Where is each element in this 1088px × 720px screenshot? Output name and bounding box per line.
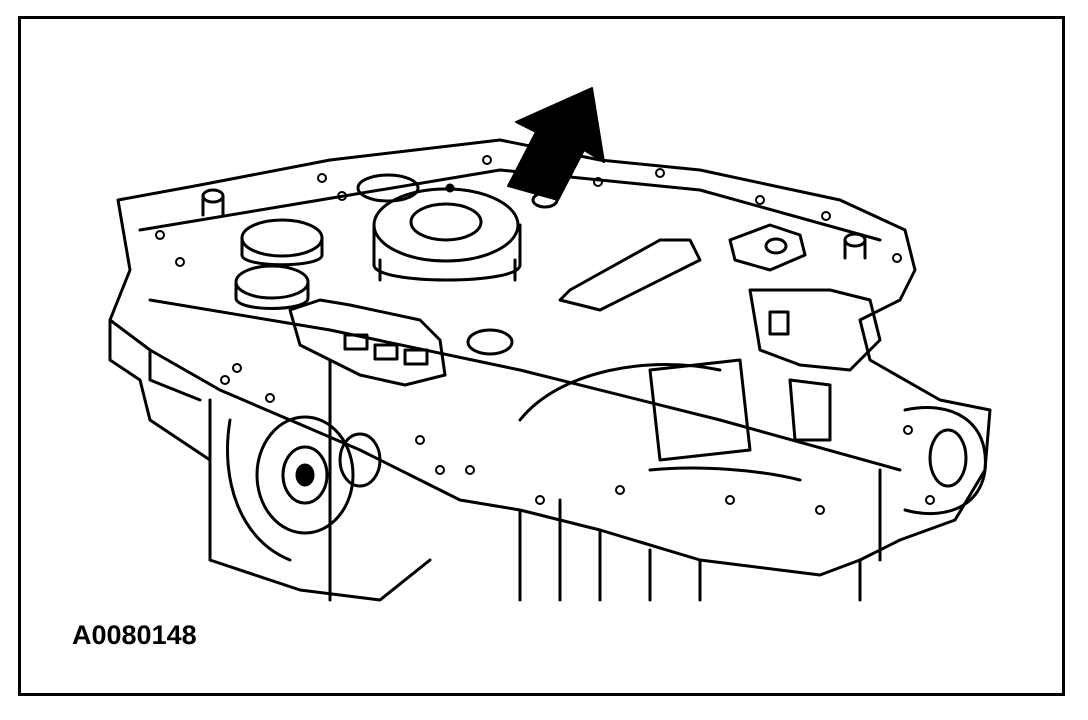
figure-id-label: A0080148 xyxy=(72,620,197,650)
valve-body-area xyxy=(288,298,514,387)
case-front-face xyxy=(108,318,882,602)
right-end-housing xyxy=(903,406,987,516)
bolt-holes xyxy=(155,155,935,515)
left-housing-bore xyxy=(226,415,382,562)
small-pistons xyxy=(201,173,867,310)
right-side-passages xyxy=(518,223,882,482)
servo-piston xyxy=(372,183,522,282)
callout-arrow xyxy=(507,87,605,201)
